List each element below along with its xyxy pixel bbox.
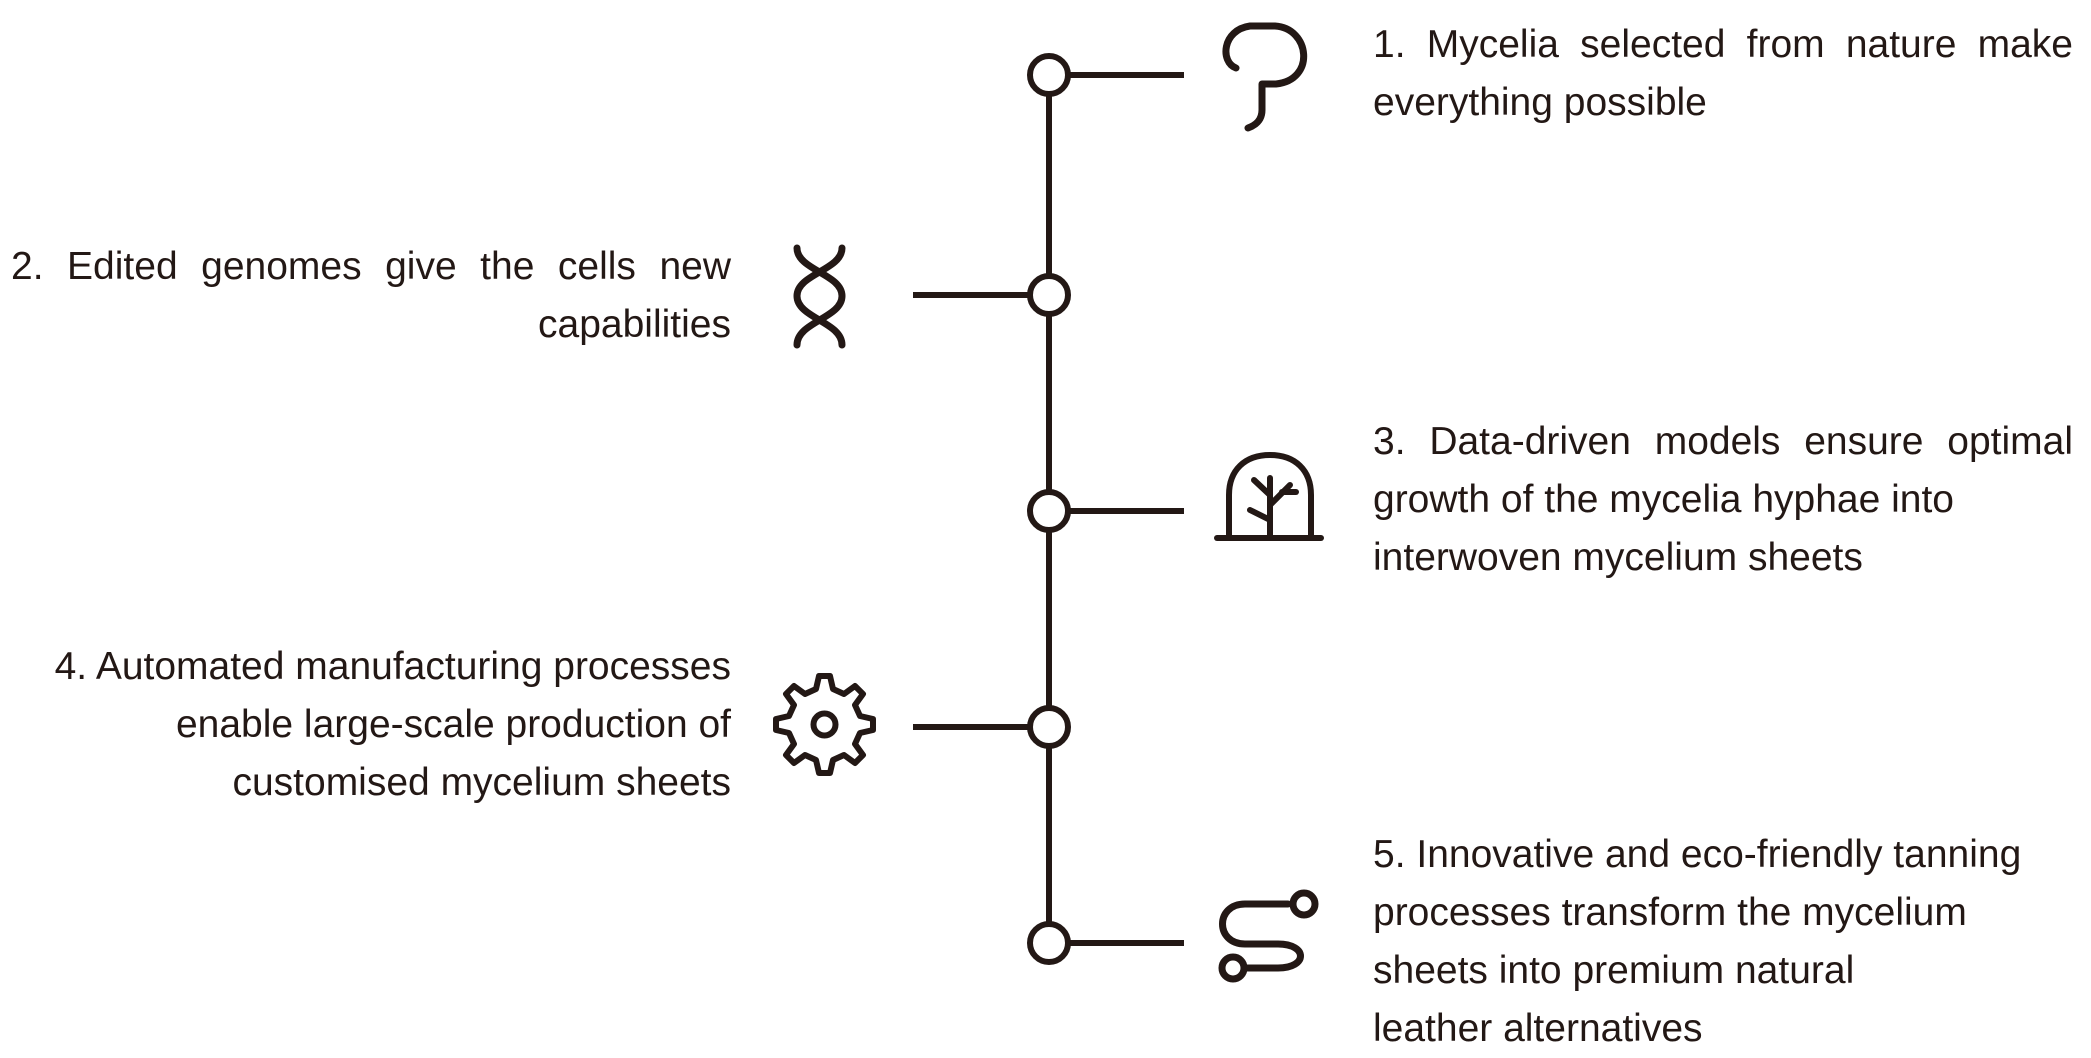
- step-3-text: 3. Data-driven models ensure optimal gro…: [1373, 413, 2073, 587]
- timeline-node-2: [1027, 273, 1071, 317]
- step-3-line-3: interwoven mycelium sheets: [1373, 536, 1863, 579]
- step-4-text: 4. Automated manufacturing processes ena…: [11, 638, 731, 812]
- dna-helix-icon: [793, 244, 846, 349]
- mushroom-icon: [1222, 22, 1308, 132]
- timeline-node-3: [1027, 489, 1071, 533]
- step-2-text: 2. Edited genomes give the cells new cap…: [11, 238, 731, 354]
- step-3-line-1: 3. Data-driven models ensure optimal: [1373, 420, 2073, 463]
- timeline-node-5: [1027, 921, 1071, 965]
- gear-icon: [773, 673, 876, 776]
- step-1-line-2: everything possible: [1373, 81, 1707, 124]
- greenhouse-plant-icon: [1214, 452, 1324, 541]
- step-2-line-2: capabilities: [538, 303, 731, 346]
- step-2-line-1: 2. Edited genomes give the cells new: [11, 245, 731, 288]
- step-5-line-2: processes transform the mycelium: [1373, 891, 1967, 934]
- step-5-line-4: leather alternatives: [1373, 1007, 1703, 1050]
- step-3-line-2: growth of the mycelia hyphae into: [1373, 478, 1955, 521]
- step-5-line-1: 5. Innovative and eco-friendly tanning: [1373, 833, 2022, 876]
- step-5-text: 5. Innovative and eco-friendly tanning p…: [1373, 826, 2073, 1058]
- step-4-line-3: customised mycelium sheets: [232, 761, 731, 804]
- timeline-node-1: [1027, 53, 1071, 97]
- step-4-line-2: enable large-scale production of: [175, 703, 731, 746]
- step-5-line-3: sheets into premium natural: [1373, 949, 1855, 992]
- process-path-icon: [1218, 889, 1319, 983]
- step-4-line-1: 4. Automated manufacturing processes: [54, 645, 731, 688]
- timeline-node-4: [1027, 705, 1071, 749]
- step-1-line-1: 1. Mycelia selected from nature make: [1373, 23, 2073, 66]
- step-1-text: 1. Mycelia selected from nature make eve…: [1373, 16, 2073, 132]
